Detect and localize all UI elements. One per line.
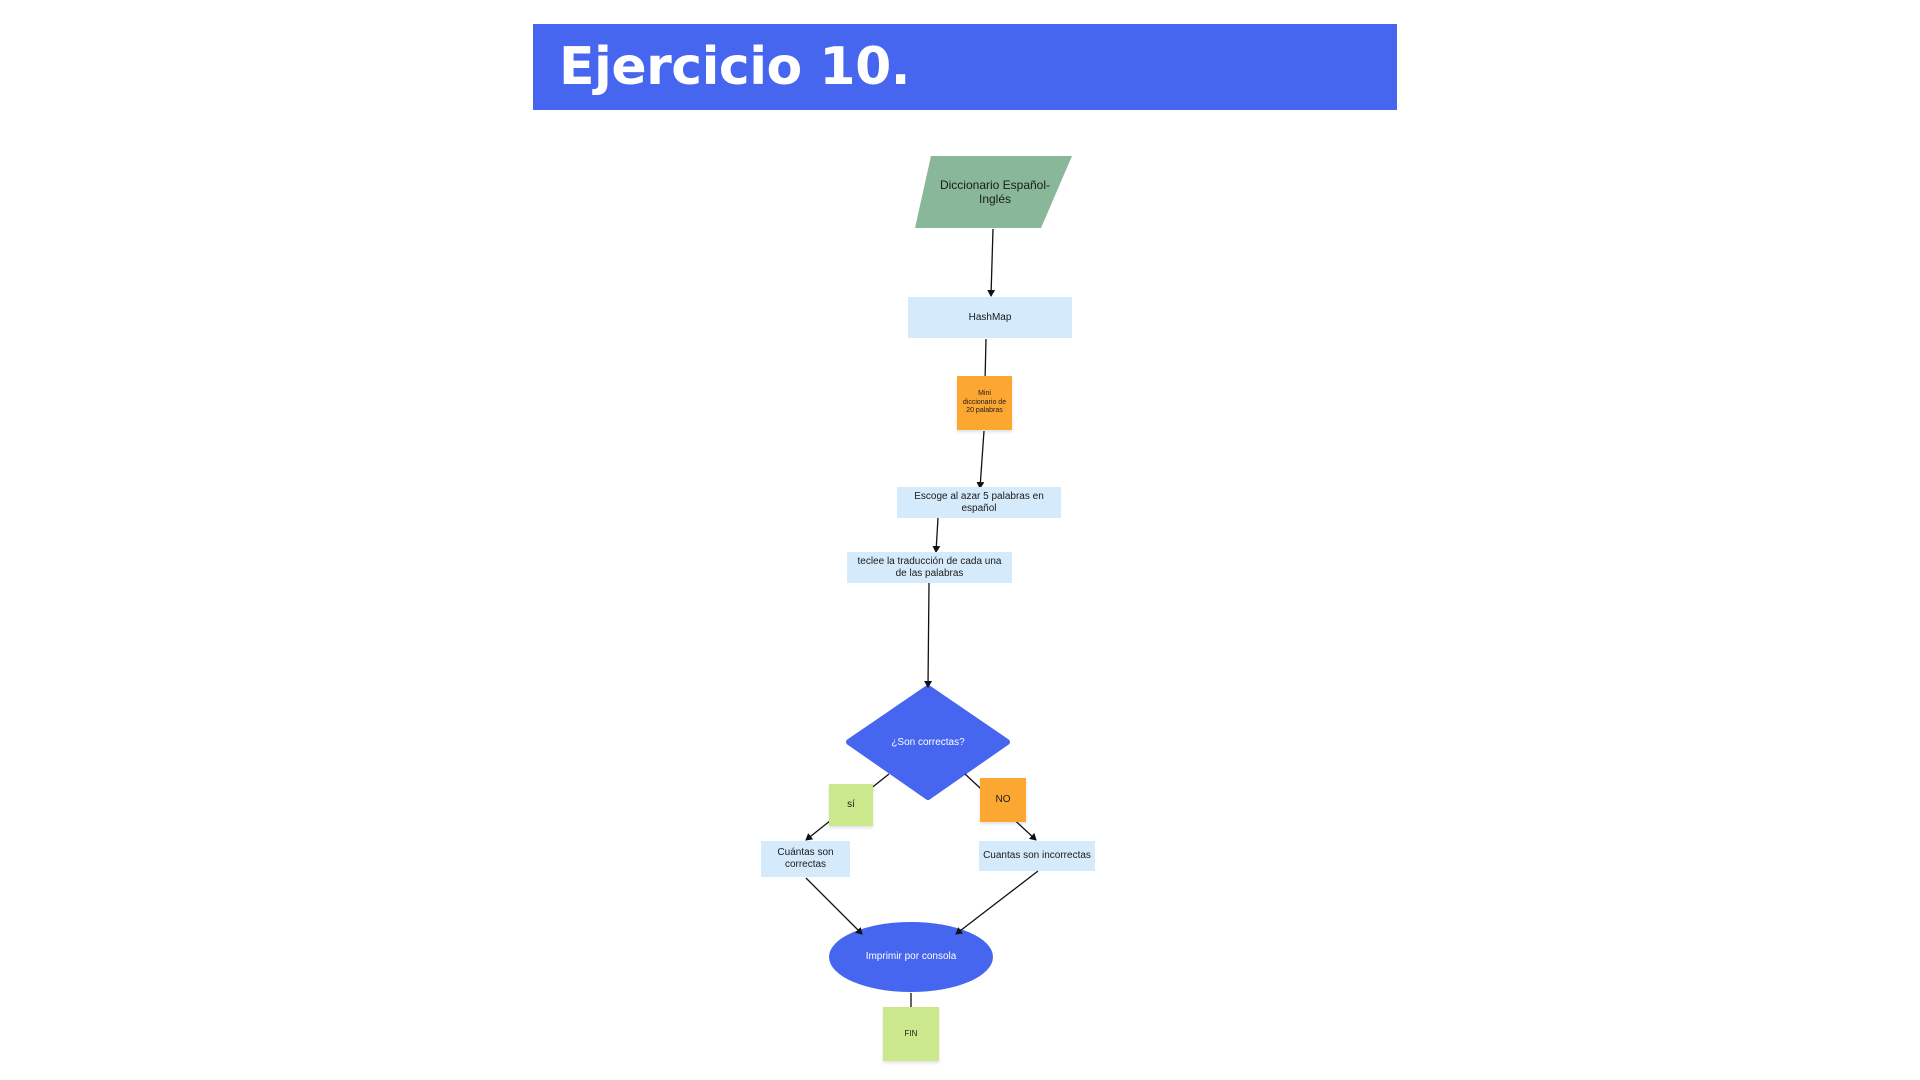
count-correct-label: Cuántas son correctas xyxy=(777,847,834,870)
edge-dictionary-hashmap xyxy=(987,228,996,297)
count-incorrect-node[interactable]: Cuantas son incorrectas xyxy=(979,841,1095,871)
mini-dictionary-note[interactable]: Mini diccionario de 20 palabras xyxy=(957,376,1012,430)
yes-note[interactable]: sí xyxy=(829,784,873,826)
print-console-node[interactable]: Imprimir por consola xyxy=(840,946,982,968)
edge-translate-decision xyxy=(924,582,933,688)
choose-words-label: Escoge al azar 5 palabras en español xyxy=(914,490,1044,514)
decision-diamond[interactable] xyxy=(846,685,1010,800)
hashmap-label: HashMap xyxy=(968,311,1012,323)
print-console-label: Imprimir por consola xyxy=(865,951,957,962)
title-banner: Ejercicio 10. xyxy=(533,24,1397,110)
dictionary-node[interactable]: Diccionario Español-Inglés xyxy=(935,170,1055,214)
edge-incorrect-print xyxy=(955,870,1039,935)
edge-choose-translate xyxy=(932,517,941,553)
mini-dictionary-label: Mini diccionario de 20 palabras xyxy=(962,390,1007,415)
type-translation-label: teclee la traducción de cada una de las … xyxy=(857,555,1002,579)
dictionary-label: Diccionario Español-Inglés xyxy=(939,177,1051,206)
edge-minidict-choose xyxy=(976,430,985,489)
data-parallelogram[interactable] xyxy=(915,156,1072,228)
count-incorrect-label: Cuantas son incorrectas xyxy=(983,850,1091,861)
edge-correct-print xyxy=(805,877,863,935)
decision-label: ¿Son correctas? xyxy=(891,737,965,748)
page-title: Ejercicio 10. xyxy=(559,37,911,97)
end-note[interactable]: FIN xyxy=(883,1007,939,1061)
count-correct-node[interactable]: Cuántas son correctas xyxy=(761,841,850,877)
type-translation-node[interactable]: teclee la traducción de cada una de las … xyxy=(847,552,1012,583)
hashmap-node[interactable]: HashMap xyxy=(908,297,1072,338)
no-label: NO xyxy=(995,794,1011,805)
yes-label: sí xyxy=(847,799,855,810)
end-label: FIN xyxy=(904,1029,918,1039)
no-note[interactable]: NO xyxy=(980,778,1026,822)
decision-node[interactable]: ¿Son correctas? xyxy=(868,732,988,754)
edge-hashmap-minidict xyxy=(981,338,990,383)
choose-words-node[interactable]: Escoge al azar 5 palabras en español xyxy=(897,487,1061,518)
terminal-ellipse[interactable] xyxy=(829,922,993,992)
